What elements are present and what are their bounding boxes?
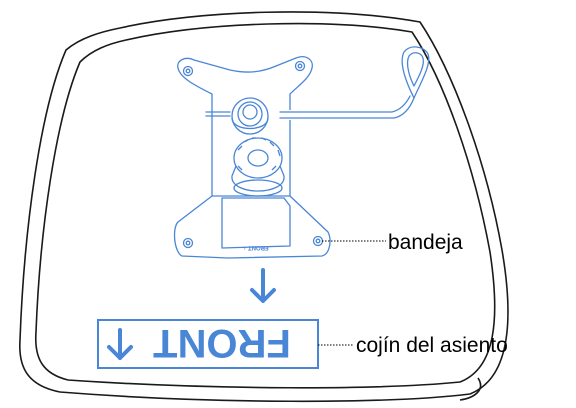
lever-rod-left-stub: [205, 111, 231, 117]
lever-rod-lower: [279, 97, 415, 119]
plate-hole-top-left: [182, 65, 194, 77]
alignment-arrow: [250, 268, 276, 303]
plate-left-flange: [177, 67, 213, 112]
gas-cylinder-mount-inner: [242, 104, 258, 120]
tension-knob-face: [233, 137, 283, 179]
lever-rod: [279, 95, 411, 113]
plate-body: [173, 112, 331, 259]
plate-hole-bottom-right-inner: [315, 238, 321, 244]
tension-knob-body: [231, 165, 285, 192]
cushion-front-text: FRONT: [153, 321, 291, 365]
mounting-plate: [173, 56, 331, 259]
callout-tray-label: bandeja: [388, 231, 463, 254]
plate-top-flange: [177, 56, 313, 110]
seat-cushion: [19, 11, 509, 403]
plate-hole-bottom-right: [312, 235, 324, 247]
callout-tray: bandeja: [322, 231, 463, 254]
adjustment-lever: [205, 46, 430, 119]
gas-cylinder-mount-base: [231, 117, 269, 130]
gas-cylinder-mount-outer: [231, 97, 269, 135]
callout-seat-cushion-label: cojín del asiento: [356, 334, 508, 357]
plate-hole-top-right-inner: [297, 63, 303, 69]
lever-knob-inner: [406, 52, 424, 87]
seat-cushion-outer-outline: [19, 11, 509, 403]
cushion-front-label: FRONT: [97, 319, 319, 369]
plate-front-marking: FRONT ↑: [243, 244, 268, 250]
tension-knob-base: [233, 179, 283, 197]
plate-lower-panel: [221, 197, 291, 249]
gas-cylinder-mount-mid: [237, 101, 263, 127]
seat-cushion-crease: [459, 377, 482, 401]
plate-hole-bottom-left: [182, 237, 194, 249]
alignment-arrow-head: [250, 288, 276, 303]
seat-cushion-inner-outline: [34, 22, 496, 389]
plate-hole-top-right: [294, 60, 306, 72]
cushion-front-arrow-icon: [107, 328, 133, 360]
cushion-front-box: [97, 319, 319, 369]
lever-knob: [401, 46, 430, 99]
tension-knob-hub: [247, 149, 269, 167]
callout-seat-cushion: cojín del asiento: [318, 334, 508, 357]
plate-hole-bottom-left-inner: [185, 240, 191, 246]
tension-knob-ridges: [237, 137, 281, 171]
plate-hole-top-left-inner: [185, 68, 191, 74]
